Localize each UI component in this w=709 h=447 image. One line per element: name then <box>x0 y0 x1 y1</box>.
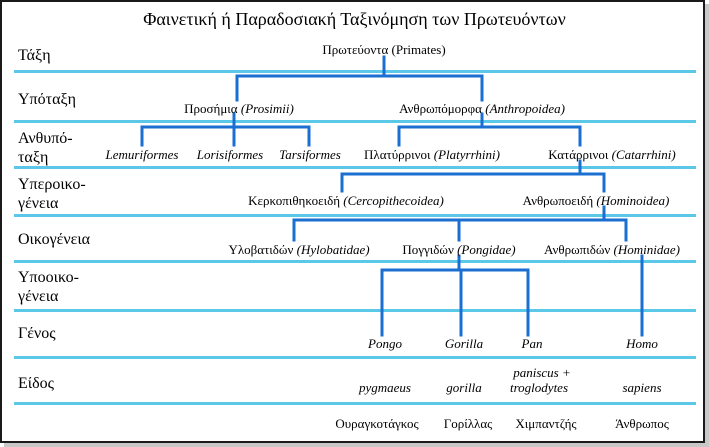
node-pongo: Pongo <box>368 336 402 352</box>
node-hylobatidae-gr: Υλοβατιδών <box>228 242 297 257</box>
rank-subfamily: Υποοικο- γένεια <box>18 268 79 306</box>
node-pongo-lat: Pongo <box>368 336 402 351</box>
node-cercopithecoidea-lat: (Cercopithecoidea) <box>343 193 444 208</box>
node-pan-lat: Pan <box>521 336 543 351</box>
node-homo-lat: Homo <box>626 336 658 351</box>
node-hominidae: Ανθρωπιδών (Hominidae) <box>544 242 680 258</box>
node-lorisiformes-lat: Lorisiformes <box>196 147 264 162</box>
node-cercopithecoidea: Κερκοπιθηκοειδή (Cercopithecoidea) <box>248 193 444 209</box>
row-separator <box>14 120 696 123</box>
common-name-chimpanzee: Χιμπαντζής <box>515 416 577 431</box>
common-name-human: Άνθρωπος <box>615 416 669 431</box>
node-pongidae: Πογγιδών (Pongidae) <box>402 242 515 258</box>
node-pongidae-gr: Πογγιδών <box>402 242 458 257</box>
rank-infraorder: Ανθυπό- ταξη <box>18 129 73 167</box>
row-separator <box>14 356 696 359</box>
rank-order: Τάξη <box>18 47 51 64</box>
node-anthropoidea-lat: (Anthropoidea) <box>485 101 565 116</box>
node-lemuriformes: Lemuriformes <box>106 147 179 163</box>
rank-superfamily-line1: Υπεροικο- <box>18 176 86 193</box>
node-platyrrhini-lat: (Platyrrhini) <box>433 147 500 162</box>
species-pygmaeus: pygmaeus <box>359 380 411 395</box>
rank-genus: Γένος <box>18 325 56 342</box>
node-hominoidea: Ανθρωποειδή (Hominoidea) <box>523 193 670 209</box>
node-prosimii: Προσήμια (Prosimii) <box>184 101 294 117</box>
node-tarsiformes-lat: Tarsiformes <box>279 147 341 162</box>
node-platyrrhini: Πλατύρρινοι (Platyrrhini) <box>364 147 500 163</box>
node-lemuriformes-lat: Lemuriformes <box>105 147 179 162</box>
node-hylobatidae-lat: (Hylobatidae) <box>296 242 370 257</box>
node-anthropoidea-gr: Ανθρωπόμορφα <box>399 101 486 116</box>
rank-infraorder-line2: ταξη <box>18 149 49 166</box>
rank-superfamily-line2: γένεια <box>18 195 59 212</box>
row-separator <box>14 309 696 312</box>
node-hominoidea-gr: Ανθρωποειδή <box>522 193 597 208</box>
diagram-title: Φαινετική ή Παραδοσιακή Ταξινόμηση των Π… <box>143 9 566 29</box>
node-gorilla-genus-lat: Gorilla <box>444 336 484 351</box>
node-platyrrhini-gr: Πλατύρρινοι <box>364 147 434 162</box>
node-cercopithecoidea-gr: Κερκοπιθηκοειδή <box>248 193 344 208</box>
species-gorilla: gorilla <box>446 380 482 395</box>
rank-family: Οικογένεια <box>18 231 90 248</box>
node-pan: Pan <box>522 336 543 352</box>
node-tarsiformes: Tarsiformes <box>279 147 341 163</box>
node-catarrhini-gr: Κατάρρινοι <box>548 147 612 162</box>
frame-shadow <box>705 4 709 447</box>
node-primates-label: Πρωτεύοντα (Primates) <box>322 42 446 57</box>
common-name-orangutan: Ουραγκοτάγκος <box>335 416 419 431</box>
node-hominoidea-lat: (Hominoidea) <box>596 193 670 208</box>
node-homo: Homo <box>626 336 658 352</box>
node-lorisiformes: Lorisiformes <box>197 147 263 163</box>
row-separator <box>14 402 696 405</box>
rank-subfamily-line1: Υποοικο- <box>18 269 79 286</box>
species-sapiens: sapiens <box>622 380 662 395</box>
node-prosimii-lat: (Prosimii) <box>240 101 294 116</box>
node-gorilla-genus: Gorilla <box>445 336 483 352</box>
rank-suborder: Υπόταξη <box>18 91 76 108</box>
node-catarrhini-lat: (Catarrhini) <box>611 147 676 162</box>
node-anthropoidea: Ανθρωπόμορφα (Anthropoidea) <box>399 101 565 117</box>
rank-subfamily-line2: γένεια <box>18 288 59 305</box>
row-separator <box>14 166 696 169</box>
rank-superfamily: Υπεροικο- γένεια <box>18 175 86 213</box>
node-catarrhini: Κατάρρινοι (Catarrhini) <box>548 147 675 163</box>
common-name-gorilla: Γορίλλας <box>443 416 493 431</box>
node-pongidae-lat: (Pongidae) <box>457 242 516 257</box>
node-prosimii-gr: Προσήμια <box>184 101 241 116</box>
row-separator <box>14 260 696 263</box>
rank-species: Είδος <box>18 375 54 392</box>
frame-shadow <box>4 443 709 447</box>
node-hominidae-gr: Ανθρωπιδών <box>544 242 614 257</box>
node-primates: Πρωτεύοντα (Primates) <box>322 42 445 58</box>
node-hominidae-lat: (Hominidae) <box>613 242 680 257</box>
species-troglodytes: troglodytes <box>509 380 569 395</box>
species-paniscus: paniscus + <box>513 365 571 380</box>
rank-infraorder-line1: Ανθυπό- <box>18 130 73 147</box>
node-hylobatidae: Υλοβατιδών (Hylobatidae) <box>228 242 369 258</box>
row-separator <box>14 214 696 217</box>
row-separator <box>14 70 696 73</box>
